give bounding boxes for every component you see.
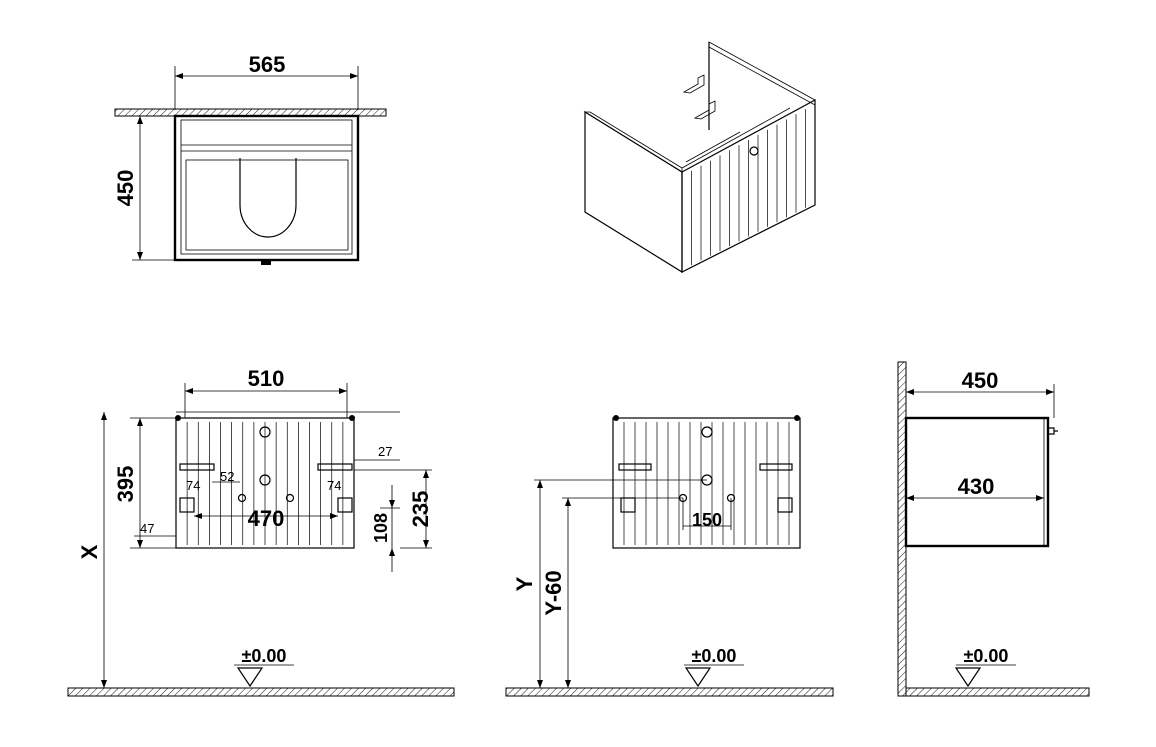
top-plan-view: 565 450 <box>113 52 387 265</box>
iso-left-top-edge <box>583 111 683 173</box>
iso-bracket-1 <box>682 74 705 94</box>
fixing-right <box>337 497 353 513</box>
cabinet-outline-top <box>173 114 360 262</box>
level-triangle-2 <box>684 667 712 688</box>
front-view-left: 510 395 X 27 52 74 74 470 47 235 <box>67 366 455 697</box>
floor-label-2: ±0.00 <box>692 646 737 666</box>
bracket-left <box>179 463 215 471</box>
dim-label-395: 395 <box>113 466 138 503</box>
side-cabinet <box>904 416 1050 548</box>
back-view-center: Y Y-60 150 ±0.00 <box>505 415 834 697</box>
iso-left-side <box>584 110 683 274</box>
dim-label-108: 108 <box>371 513 391 543</box>
dim-label-150: 150 <box>692 510 722 530</box>
front-panel-left <box>175 417 355 549</box>
floor-hatch-1 <box>67 687 455 697</box>
iso-handle-hole <box>749 146 759 156</box>
iso-back-edge <box>708 41 816 106</box>
floor-label-3: ±0.00 <box>964 646 1009 666</box>
dim-label-74-right: 74 <box>327 478 341 493</box>
drawer-box-top <box>185 159 349 251</box>
dim-label-74-left: 74 <box>186 478 200 493</box>
back-corner-left <box>613 415 619 421</box>
siphon-cutout <box>239 158 297 238</box>
fixing-left <box>179 497 195 513</box>
hole-center <box>259 474 271 486</box>
dim-label-47: 47 <box>140 521 154 536</box>
arrows-235 <box>423 470 429 548</box>
iso-inner-line <box>681 107 791 169</box>
back-panel <box>612 417 801 549</box>
level-triangle-3 <box>954 667 982 688</box>
back-bracket-left <box>618 463 652 471</box>
level-triangle-1 <box>236 667 264 688</box>
iso-flutes <box>691 109 806 266</box>
cabinet-inner-top <box>180 119 353 255</box>
dim-label-235: 235 <box>408 491 433 528</box>
isometric-view <box>583 41 816 274</box>
floor-label-1: ±0.00 <box>242 646 287 666</box>
dim-label-side-430: 430 <box>958 474 995 499</box>
iso-bracket-2 <box>693 100 716 120</box>
side-handle <box>1048 427 1058 435</box>
back-flutes <box>623 422 790 545</box>
dim-label-450: 450 <box>113 170 138 207</box>
back-hole-top <box>701 426 713 438</box>
hole-right <box>285 493 295 503</box>
handle-top <box>261 260 271 265</box>
corner-dot-left <box>175 415 181 421</box>
dim-label-y60: Y-60 <box>541 570 566 615</box>
back-fixing-left <box>620 497 636 513</box>
wall-hatch-side <box>897 361 907 697</box>
dim-label-470: 470 <box>248 506 285 531</box>
bracket-right <box>317 463 353 471</box>
dim-label-y: Y <box>512 576 537 591</box>
back-fixing-right <box>777 497 793 513</box>
front-left-flutes <box>186 422 344 545</box>
iso-inner-line-2 <box>685 131 741 163</box>
iso-front-drawer <box>681 98 816 273</box>
hole-top <box>259 426 271 438</box>
dim-label-510: 510 <box>248 366 285 391</box>
floor-hatch-2 <box>505 687 834 697</box>
floor-hatch-3 <box>905 687 1090 697</box>
dim-label-565: 565 <box>249 52 286 77</box>
hole-left <box>237 493 247 503</box>
dim-label-52: 52 <box>220 469 234 484</box>
side-view-right: 450 430 ±0.00 <box>897 361 1090 697</box>
corner-dot-right <box>349 415 355 421</box>
back-corner-right <box>794 415 800 421</box>
dim-label-27: 27 <box>378 444 392 459</box>
dim-label-x: X <box>77 544 102 559</box>
dim-label-side-450: 450 <box>962 368 999 393</box>
back-bracket-right <box>759 463 793 471</box>
